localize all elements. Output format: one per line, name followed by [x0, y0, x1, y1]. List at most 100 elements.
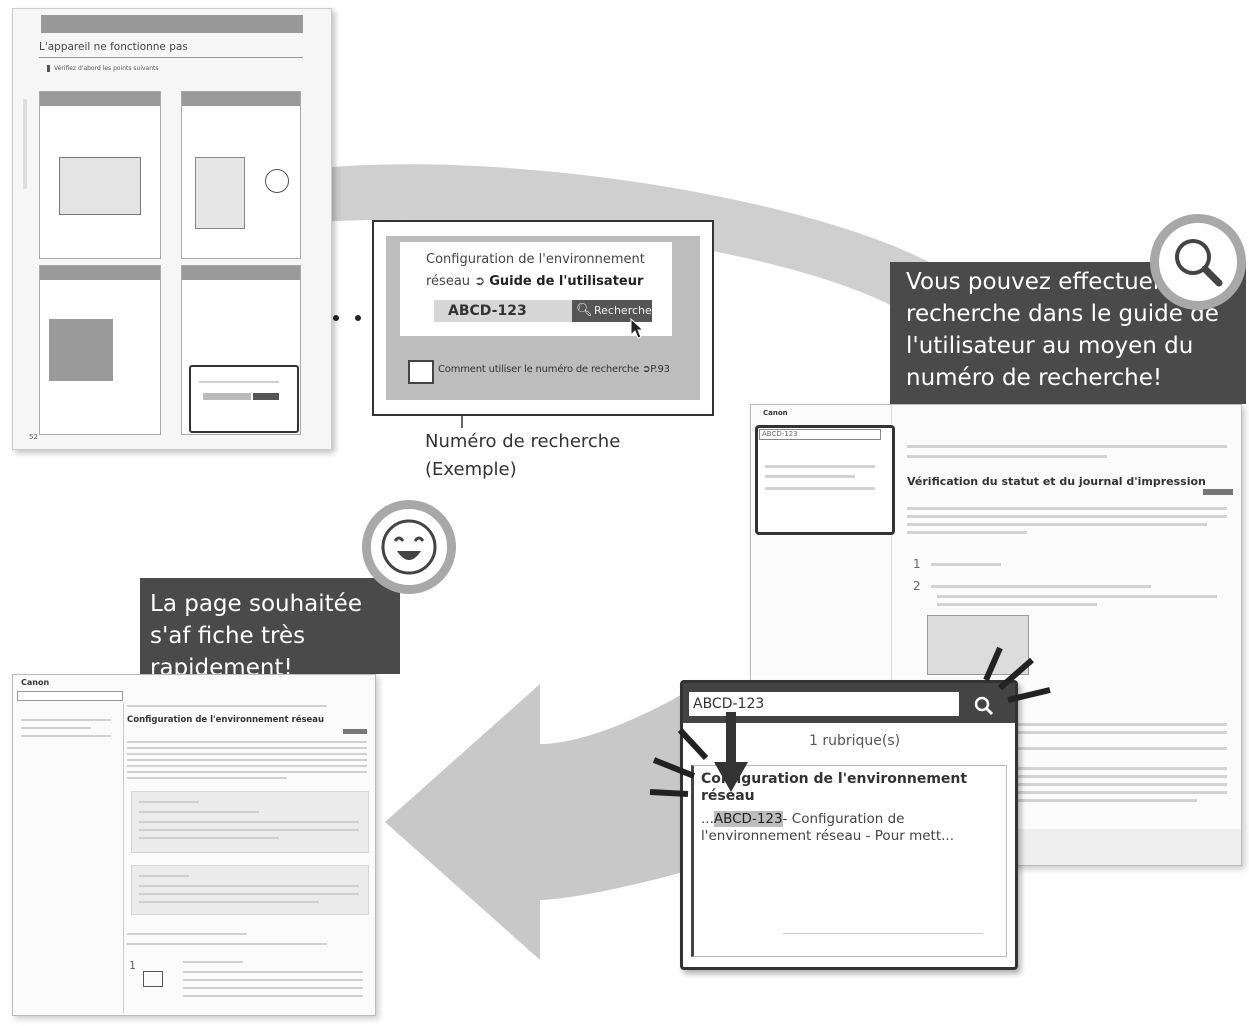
book-icon: [408, 360, 434, 384]
web-line: [1017, 799, 1197, 802]
burst-left-icon: [649, 727, 709, 797]
page-line: [127, 705, 327, 707]
manual-header-bar: [41, 15, 303, 33]
page-line: [139, 885, 359, 887]
manual-divider: [39, 57, 303, 58]
web-line: [1017, 767, 1227, 770]
web-line: [907, 523, 1207, 526]
search-icon[interactable]: [973, 695, 995, 717]
callout-fast: La page souhaitée s'af fiche très rapide…: [140, 578, 400, 681]
page-heading: Configuration de l'environnement réseau: [127, 715, 325, 725]
page-step-1: 1: [129, 959, 136, 972]
burst-right-icon: [983, 646, 1051, 703]
zoom-howto-label: Comment utiliser le numéro de recherche: [438, 364, 640, 375]
page-badge: [343, 729, 367, 734]
web-screenshot-image: [927, 615, 1029, 675]
web-line: [907, 507, 1227, 510]
zoom-search-field[interactable]: ABCD-123: [434, 300, 572, 322]
web-line: [907, 531, 1027, 534]
web-line: [1017, 723, 1227, 726]
touch-panel-illustration: [59, 157, 141, 215]
web-footer: [1013, 829, 1241, 865]
search-circle: [1150, 214, 1246, 310]
result-item[interactable]: [691, 765, 1007, 957]
page-line: [127, 933, 247, 935]
page-line: [127, 771, 367, 773]
zoom-search-button-label: Recherche: [594, 304, 652, 317]
page-line: [139, 837, 279, 839]
mouse-cursor-icon: [630, 318, 645, 339]
page-line: [21, 735, 111, 737]
search-number-label: Numéro de recherche (Exemple): [425, 431, 621, 480]
page-line: [183, 979, 363, 981]
web-line: [1017, 731, 1227, 734]
web-search-input[interactable]: ABCD-123: [759, 429, 881, 440]
zoom-topic-prefix: réseau: [426, 274, 471, 289]
page-search-input[interactable]: [17, 691, 123, 701]
page-left-column: [13, 703, 124, 1013]
manual-side-tab: [23, 99, 27, 189]
web-line: [1017, 775, 1227, 778]
result-prefix: ...: [701, 811, 714, 827]
down-arrow-shaft: [726, 712, 736, 766]
web-line: [907, 455, 1107, 458]
web-line: [937, 603, 1097, 606]
page-line: [139, 901, 319, 903]
web-line: [765, 475, 855, 478]
result-count: 1 rubrique(s): [809, 733, 901, 749]
page-line: [183, 961, 243, 963]
page-line: [127, 765, 367, 767]
flow-arrow-left: [385, 684, 690, 960]
web-line: [931, 563, 1001, 566]
magnifier-icon: 🔍︎: [576, 303, 593, 318]
page-line: [127, 759, 367, 761]
page-line: [139, 811, 259, 813]
manual-page-number: 52: [29, 433, 38, 441]
page-line: [139, 893, 359, 895]
page-line: [183, 987, 363, 989]
web-page-heading: Vérification du statut et du journal d'i…: [907, 475, 1206, 488]
result-web-page: Canon Configuration de l'environnement r…: [12, 674, 376, 1016]
web-line: [1017, 791, 1227, 794]
smiley-circle: [362, 500, 456, 594]
web-search-badge: [1203, 489, 1233, 495]
page-line: [21, 719, 111, 721]
page-line: [127, 943, 327, 945]
printer-illustration: [195, 157, 245, 229]
web-step-1: 1: [913, 557, 921, 571]
zoom-topic-line1: Configuration de l'environnement: [426, 252, 645, 267]
page-line: [127, 777, 287, 779]
web-line: [907, 515, 1227, 518]
web-line: [1017, 783, 1227, 786]
page-line: [139, 829, 359, 831]
search-results-popup: ABCD-123 1 rubrique(s) Configuration de …: [680, 680, 1018, 970]
emphasis-marks: [649, 646, 1051, 797]
page-line: [21, 727, 91, 729]
zoom-howto-page: P.93: [650, 364, 670, 375]
result-snippet: ...ABCD-123- Configuration de l'environn…: [701, 811, 991, 845]
web-line: [937, 595, 1217, 598]
page-line: [139, 821, 359, 823]
page-line: [183, 971, 363, 973]
web-search-value: ABCD-123: [762, 430, 798, 438]
manual-text-line: [199, 381, 279, 383]
result-highlight: ABCD-123: [713, 811, 783, 827]
result-description: - Configuration de l'environnement résea…: [701, 811, 955, 844]
zoom-detail-box: Configuration de l'environnement réseau …: [372, 220, 714, 416]
web-line: [765, 465, 875, 468]
result-title[interactable]: Configuration de l'environnement réseau: [701, 771, 968, 804]
zoom-search-button[interactable]: 🔍︎Recherche: [572, 300, 652, 322]
web-line: [1017, 747, 1227, 750]
manual-subtitle: Vérifiez d'abord les points suivants: [47, 65, 164, 72]
web-left-column: [751, 405, 892, 865]
page-line: [183, 995, 363, 997]
web-step-2: 2: [913, 579, 921, 593]
zoom-howto-text: Comment utiliser le numéro de recherche …: [438, 364, 670, 375]
page-line: [139, 801, 199, 803]
manual-page: L'appareil ne fonctionne pas Vérifiez d'…: [12, 8, 332, 450]
web-line: [931, 585, 1151, 588]
down-arrow-head: [714, 762, 748, 792]
panel-illustration: [49, 319, 113, 381]
magnifier-icon: [1175, 239, 1223, 287]
zoom-guide-name: Guide de l'utilisateur: [489, 274, 644, 289]
